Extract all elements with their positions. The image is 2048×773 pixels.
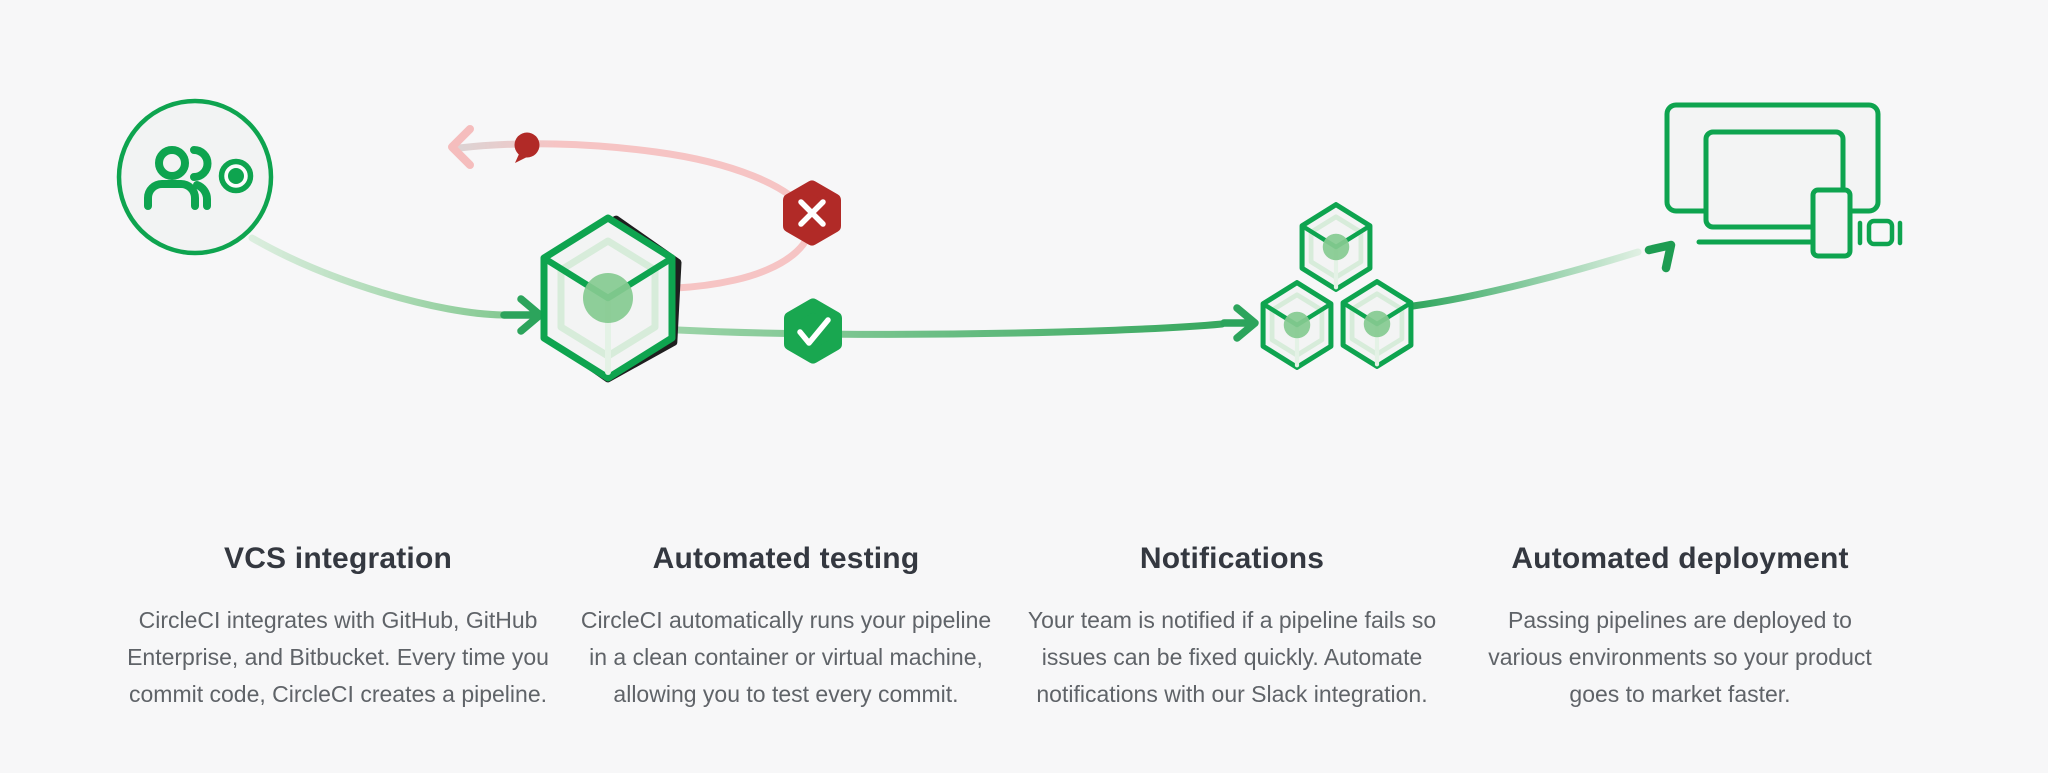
feature-body-line: various environments so your product (1488, 644, 1872, 670)
feature-body-line: commit code, CircleCI creates a pipeline… (129, 681, 547, 707)
devices-icon (1664, 102, 1903, 259)
people-icon (144, 146, 212, 210)
feature-title: VCS integration (223, 542, 452, 575)
feature-body-line: Enterprise, and Bitbucket. Every time yo… (127, 644, 549, 670)
feature-body-line: issues can be fixed quickly. Automate (1041, 644, 1423, 670)
team-circle-icon (116, 98, 274, 256)
target-dot-icon (218, 158, 254, 194)
pipeline-flow-line-start (248, 234, 507, 319)
notification-cubes-icon (1260, 202, 1414, 370)
flow-arrow-into-cube-icon (500, 295, 544, 335)
feature-title: Automated testing (652, 542, 920, 575)
feature-automated-deployment: Automated deployment Passing pipelines a… (1460, 542, 1900, 713)
feature-body-line: Passing pipelines are deployed to (1508, 607, 1852, 633)
feature-vcs-integration: VCS integration CircleCI integrates with… (118, 542, 558, 713)
feature-automated-testing: Automated testing CircleCI automatically… (566, 542, 1006, 713)
deploy-arrow-icon (1644, 240, 1676, 273)
fail-hexagon-icon (783, 180, 841, 246)
feature-title: Notifications (1139, 542, 1325, 575)
watch-icon (1857, 218, 1903, 247)
feature-body-line: in a clean container or virtual machine, (589, 644, 983, 670)
feature-title: Automated deployment (1511, 542, 1849, 575)
phone-icon (1810, 187, 1853, 259)
check-icon (797, 317, 831, 346)
feature-body-line: Your team is notified if a pipeline fail… (1027, 607, 1437, 633)
rollback-arrow-icon (448, 125, 474, 169)
feature-body-line: goes to market faster. (1569, 681, 1791, 707)
feature-body-line: CircleCI integrates with GitHub, GitHub (138, 607, 538, 633)
x-icon (798, 199, 826, 227)
monitor-icon (1696, 129, 1846, 245)
feature-body-line: allowing you to test every commit. (613, 681, 959, 707)
feature-body-line: CircleCI automatically runs your pipelin… (580, 607, 992, 633)
commit-dot-icon (514, 132, 540, 163)
pipeline-flow-line-end (1409, 248, 1642, 310)
flow-arrow-into-cluster-icon (1220, 304, 1259, 342)
pipeline-cube-icon (540, 214, 682, 383)
pipeline-flow-line-middle (674, 320, 1226, 338)
feature-notifications: Notifications Your team is notified if a… (1012, 542, 1452, 713)
feature-body-line: notifications with our Slack integration… (1036, 681, 1428, 707)
pass-hexagon-icon (784, 298, 842, 364)
fail-flow-line (455, 140, 814, 292)
